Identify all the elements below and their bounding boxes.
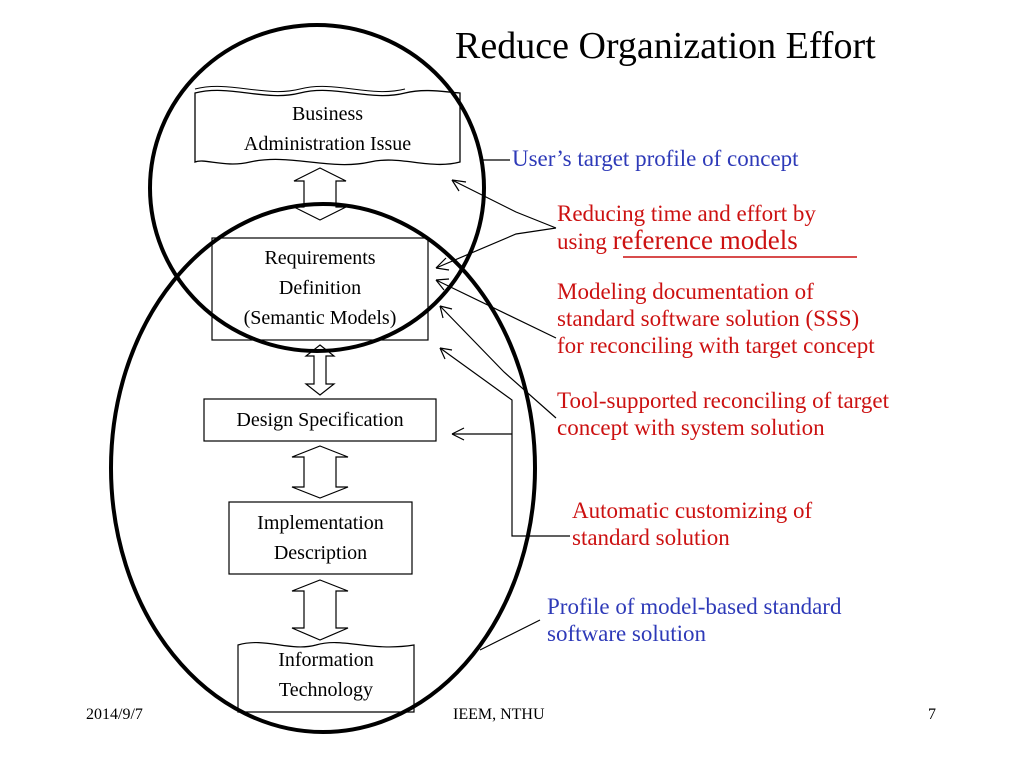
profile-line2: software solution (547, 621, 707, 646)
double-arrow-design-implementation (291, 445, 349, 499)
automatic-line1: Automatic customizing of (572, 498, 813, 523)
double-arrow-implementation-information (291, 579, 349, 641)
arrowhead-requirements-4 (439, 347, 453, 360)
requirements-label-line1: Requirements (264, 247, 376, 269)
requirements-box-label: Requirements Definition (Semantic Models… (212, 243, 428, 333)
reducing-note: Reducing time and effort by using refere… (557, 200, 816, 255)
tool-note: Tool-supported reconciling of target con… (557, 387, 889, 441)
arrowhead-design (451, 427, 465, 441)
information-box (237, 642, 415, 713)
business-box-top-wave (194, 85, 406, 93)
reference-models-text: reference models (612, 225, 798, 255)
business-label-line1: Business (291, 103, 364, 125)
tool-line1: Tool-supported reconciling of target (557, 388, 890, 413)
profile-note: Profile of model-based standard software… (547, 593, 841, 647)
arrowhead-requirements-3 (439, 305, 453, 319)
reference-models-arrow-lower (435, 227, 557, 269)
profile-callout-line (479, 619, 541, 651)
arrowhead-requirements-2 (435, 278, 450, 291)
design-box (203, 398, 437, 442)
double-arrow-requirements-design (304, 344, 336, 396)
automatic-line2: standard solution (572, 525, 730, 550)
arrowhead-requirements-1 (435, 257, 450, 271)
double-arrow-business-requirements (293, 167, 347, 221)
arrowhead-business (451, 179, 467, 192)
information-box-label: Information Technology (238, 645, 414, 705)
reducing-line2: using reference models (557, 227, 816, 255)
reference-models-arrow-upper (451, 179, 557, 229)
slide-title: Reduce Organization Effort (455, 25, 876, 67)
requirements-label-line3: (Semantic Models) (243, 307, 397, 329)
user-target-note: User’s target profile of concept (512, 146, 799, 171)
implementation-box-label: Implementation Description (229, 508, 412, 568)
requirements-box (211, 237, 429, 341)
information-label-line2: Technology (278, 679, 374, 701)
design-box-label: Design Specification (236, 409, 404, 431)
modeling-line3: for reconciling with target concept (557, 333, 875, 358)
sss-profile-ellipse (109, 202, 537, 734)
tool-line2: concept with system solution (557, 415, 825, 440)
business-box-label: Business Administration Issue (195, 99, 460, 159)
requirements-label-line2: Definition (278, 277, 362, 299)
reducing-line1: Reducing time and effort by (557, 201, 816, 226)
tool-arrow-requirements (439, 305, 557, 419)
user-profile-ellipse (148, 23, 486, 353)
automatic-arrow (439, 347, 570, 537)
implementation-label-line2: Description (273, 542, 368, 564)
modeling-line2: standard software solution (SSS) (557, 306, 860, 331)
modeling-line1: Modeling documentation of (557, 279, 814, 304)
business-label-line2: Administration Issue (243, 133, 412, 155)
implementation-box (228, 501, 413, 575)
modeling-note: Modeling documentation of standard softw… (557, 278, 875, 359)
information-label-line1: Information (278, 649, 374, 671)
modeling-arrow (435, 279, 557, 339)
business-box (194, 89, 461, 166)
footer-page-number: 7 (928, 706, 936, 723)
footer-date: 2014/9/7 (86, 706, 143, 723)
footer-org: IEEM, NTHU (453, 706, 545, 723)
implementation-label-line1: Implementation (257, 512, 384, 534)
profile-line1: Profile of model-based standard (547, 594, 842, 619)
automatic-note: Automatic customizing of standard soluti… (572, 497, 812, 551)
reducing-using: using (557, 229, 613, 254)
